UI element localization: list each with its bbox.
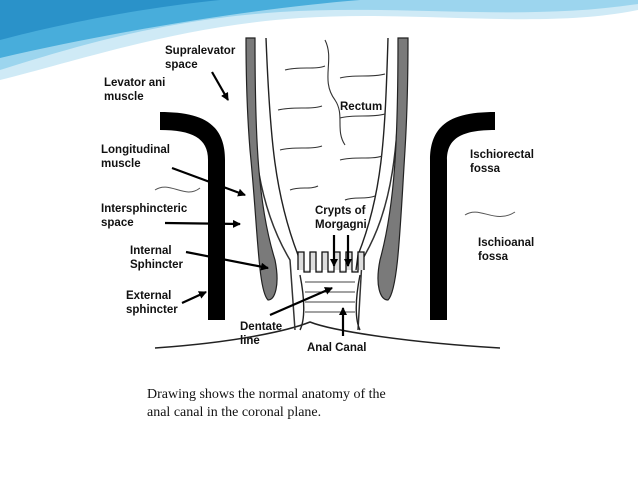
arrow-intersphincteric [164,219,241,228]
label-dentate-1: Dentate [240,321,282,333]
caption-line-2: anal canal in the coronal plane. [147,405,322,420]
left-rectal-wall [265,37,301,271]
label-external-2: sphincter [126,304,178,316]
label-crypts-1: Crypts of [315,205,366,217]
label-intersphincteric-1: Intersphincteric [101,203,188,215]
label-ischiorectal-1: Ischiorectal [470,149,534,161]
rectal-folds [277,39,386,201]
label-levator-1: Levator ani [104,77,165,89]
label-longitudinal-2: muscle [101,158,141,170]
figure-caption: Drawing shows the normal anatomy of the … [147,386,477,422]
label-levator-2: muscle [104,91,144,103]
arrow-supralevator [211,71,229,101]
left-longitudinal-muscle [245,37,278,301]
label-supralevator-1: Supralevator [165,45,236,57]
right-rectal-wall [355,37,389,271]
slide-header-wave [0,0,638,80]
label-ischioanal-1: Ischioanal [478,237,534,249]
label-dentate-2: line [240,335,260,347]
left-external-sphincter [160,112,225,320]
left-fossa-wave [154,186,201,193]
label-internal-1: Internal [130,245,172,257]
label-crypts-2: Morgagni [315,219,367,231]
anal-canal-diagram: Supralevator space Levator ani muscle Lo… [101,37,534,354]
label-internal-2: Sphincter [130,259,184,271]
right-fossa-wave [464,211,516,217]
right-external-sphincter [430,112,495,320]
arrow-internal [185,250,269,271]
arrow-dentate [269,286,333,317]
label-supralevator-2: space [165,59,198,71]
label-ischioanal-2: fossa [478,251,509,263]
label-external-1: External [126,290,171,302]
label-rectum: Rectum [340,101,382,113]
caption-line-1: Drawing shows the normal anatomy of the [147,387,386,402]
label-ischiorectal-2: fossa [470,163,501,175]
arrow-longitudinal [171,166,246,197]
body-contour [154,321,501,349]
anal-canal-walls [299,274,361,331]
label-intersphincteric-2: space [101,217,134,229]
arrow-external [181,291,207,304]
crypts-of-morgagni [297,251,365,273]
label-anal-canal: Anal Canal [307,342,366,354]
right-longitudinal-muscle [377,37,409,301]
label-longitudinal-1: Longitudinal [101,144,170,156]
